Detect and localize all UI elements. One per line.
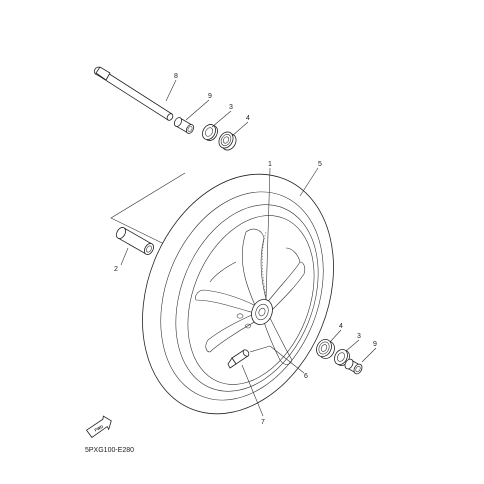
part-4-bearing-lower: [316, 339, 335, 359]
callout-9-upper: 9: [208, 93, 212, 100]
callout-2: 2: [114, 266, 118, 273]
part-1-wheel: [175, 204, 319, 392]
callout-4-lower: 4: [339, 323, 343, 330]
part-9-collar-lower: [344, 358, 363, 375]
callout-6: 6: [304, 373, 308, 380]
part-5-tire: [142, 173, 334, 415]
part-2-spacer: [116, 227, 154, 255]
part-7-valve: [227, 349, 250, 369]
diagram-code: 5PXG100-E280: [85, 447, 134, 454]
callout-7: 7: [261, 419, 265, 426]
callout-8: 8: [174, 73, 178, 80]
fwd-arrow-icon: FWD: [85, 415, 112, 438]
callout-9-lower: 9: [373, 341, 377, 348]
callout-1: 1: [268, 161, 272, 168]
part-8-axle: [93, 66, 174, 121]
leader-lines: [120, 79, 377, 417]
part-3-oil-seal-upper: [202, 124, 218, 141]
part-9-collar-upper: [173, 117, 195, 134]
callout-3-upper: 3: [229, 104, 233, 111]
callout-5: 5: [318, 161, 322, 168]
callout-4-upper: 4: [246, 115, 250, 122]
fwd-label: FWD: [94, 424, 104, 433]
callout-3-lower: 3: [357, 333, 361, 340]
